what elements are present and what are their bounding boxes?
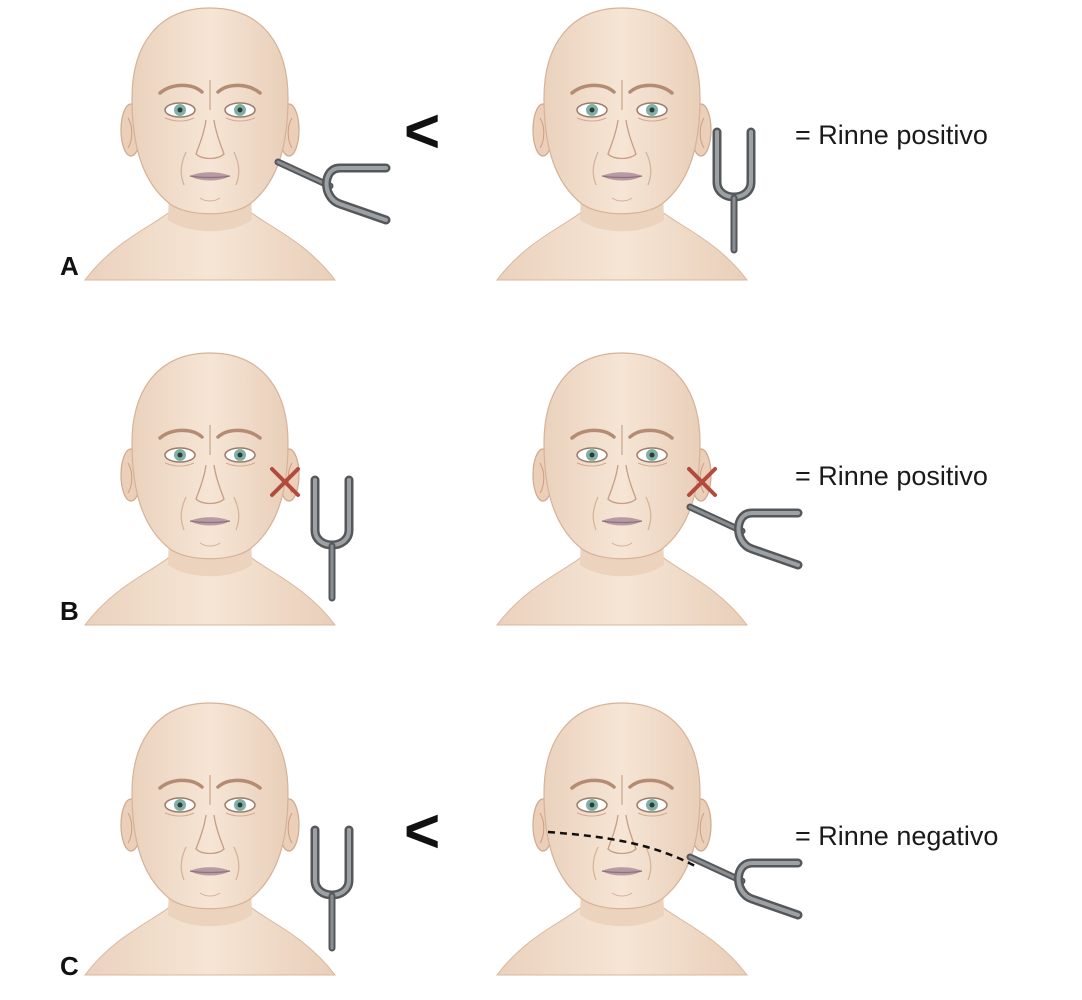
row-c: < = Rinne negativo C [60, 703, 998, 981]
row-b: = Rinne positivo B [60, 353, 988, 626]
result-label: = Rinne positivo [795, 461, 988, 491]
result-label: = Rinne positivo [795, 120, 988, 150]
tuning-fork-mastoid [278, 162, 386, 220]
comparison-sign: < [404, 797, 440, 866]
result-label: = Rinne negativo [795, 821, 998, 851]
head-left [85, 353, 335, 625]
comparison-sign: < [404, 97, 440, 166]
tuning-fork-mastoid [690, 857, 798, 915]
head-left [85, 8, 335, 280]
row-letter: B [60, 596, 79, 626]
row-a: < = Rinne positivo A [60, 8, 988, 281]
tuning-fork-mastoid [690, 507, 798, 565]
tuning-fork-air [315, 830, 349, 948]
head-right [497, 703, 747, 975]
row-letter: A [60, 251, 79, 281]
head-left [85, 703, 335, 975]
head-right [497, 8, 747, 280]
tuning-fork-air [717, 132, 751, 250]
row-letter: C [60, 951, 79, 981]
tuning-fork-air [315, 480, 349, 598]
